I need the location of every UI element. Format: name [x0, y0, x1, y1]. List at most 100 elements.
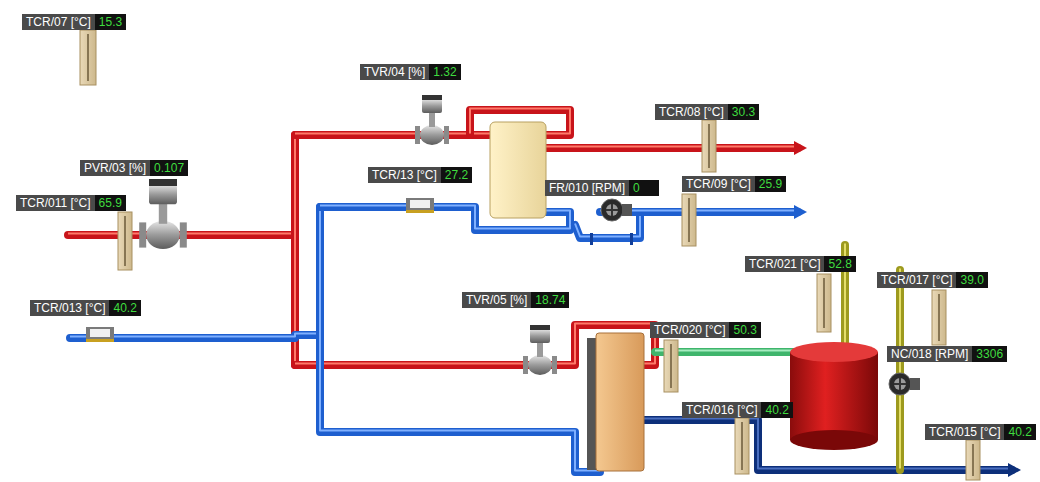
valve-flange	[444, 126, 449, 144]
circulation-pump	[601, 199, 632, 221]
thermometer	[682, 194, 696, 246]
tank-top	[790, 342, 878, 362]
pump-motor	[622, 204, 632, 216]
thermometer	[966, 440, 980, 480]
valve-body	[146, 221, 180, 249]
valve-actuator-top	[530, 325, 550, 330]
tag-value: 40.2	[1004, 424, 1035, 440]
pipe-highlight	[899, 269, 901, 469]
thermometer	[118, 212, 132, 270]
valve-flange	[415, 126, 420, 144]
tag-value: 0	[629, 180, 659, 196]
sensor-tag: TCR/016 [°C]40.2	[682, 402, 793, 418]
thermometer-column	[670, 344, 672, 388]
pipe	[320, 207, 600, 472]
tag-value: 3306	[972, 346, 1007, 362]
tag-name: TCR/020 [°C]	[650, 322, 729, 338]
tag-name: PVR/03 [%]	[80, 160, 150, 176]
pipe-highlight	[295, 133, 490, 135]
valve-flange	[180, 222, 187, 247]
tag-value: 40.2	[109, 300, 140, 316]
sensor-tag: TCR/015 [°C]40.2	[925, 424, 1036, 440]
tag-value: 27.2	[441, 167, 472, 183]
thermometer-column	[938, 294, 940, 341]
surface-sensor	[406, 198, 434, 213]
surface-sensor	[86, 327, 114, 342]
sensor-tag: TCR/07 [°C]15.3	[22, 14, 126, 30]
sensor-base	[86, 339, 114, 342]
thermometer-column	[972, 444, 974, 476]
control-valve	[523, 325, 557, 375]
thermometer	[932, 290, 946, 345]
thermometer	[664, 340, 678, 392]
valve-stem	[537, 341, 543, 357]
tag-value: 1.32	[429, 64, 460, 80]
circulation-pump	[889, 373, 920, 395]
tag-value: 40.2	[761, 402, 792, 418]
tag-name: TCR/015 [°C]	[925, 424, 1004, 440]
sensor-tag: TCR/013 [°C]40.2	[30, 300, 141, 316]
tag-name: TCR/07 [°C]	[22, 14, 95, 30]
sensor-base	[406, 210, 434, 213]
thermometer	[817, 274, 831, 332]
sensor-tag: FR/010 [RPM]0	[545, 180, 659, 196]
sensor-tag: NC/018 [RPM]3306	[887, 346, 1007, 362]
pipe-flange	[590, 233, 593, 245]
expansion-tank	[790, 352, 878, 440]
tag-value: 50.3	[729, 322, 760, 338]
pipe-highlight	[320, 206, 600, 471]
sensor-tag: TCR/020 [°C]50.3	[650, 322, 761, 338]
valve-stem	[159, 201, 167, 223]
sensor-tag: TVR/04 [%]1.32	[360, 64, 461, 80]
sensor-body	[406, 198, 434, 210]
pipe-highlight	[294, 134, 296, 364]
sensor-face	[410, 200, 430, 208]
tag-value: 39.0	[956, 272, 987, 288]
pump-body	[889, 373, 911, 395]
sensor-tag: TCR/021 [°C]52.8	[745, 256, 856, 272]
sensor-tag: TCR/09 [°C]25.9	[682, 176, 786, 192]
tag-name: TCR/011 [°C]	[16, 195, 95, 211]
flow-arrow	[1008, 463, 1021, 477]
thermometer	[702, 120, 716, 172]
pump-fan	[606, 204, 618, 216]
thermometer-column	[87, 34, 89, 81]
pipe	[295, 131, 490, 139]
valve-actuator	[422, 99, 442, 113]
pipes	[68, 109, 1012, 473]
tag-value: 18.74	[531, 292, 569, 308]
thermometer-column	[708, 124, 710, 168]
valve-body	[528, 355, 552, 375]
sensor-tag: TCR/08 [°C]30.3	[655, 104, 759, 120]
pump-fan	[894, 378, 906, 390]
tag-name: TCR/017 [°C]	[877, 272, 956, 288]
thermometer	[80, 30, 96, 85]
sensor-body	[86, 327, 114, 339]
tank-bottom	[790, 430, 878, 450]
thermometer	[735, 418, 749, 474]
pipe-highlight	[545, 146, 798, 148]
sensor-tag: TCR/011 [°C]65.9	[16, 195, 126, 211]
control-valve	[415, 95, 449, 145]
sensor-tag: TCR/13 [°C]27.2	[368, 167, 472, 183]
valve-body	[420, 125, 444, 145]
pump-body	[601, 199, 623, 221]
valve-flange	[139, 222, 146, 247]
pump-blades	[606, 204, 618, 216]
thermometer-column	[688, 198, 690, 242]
tag-value: 25.9	[755, 176, 786, 192]
sensor-tag: PVR/03 [%]0.107	[80, 160, 188, 176]
sensor-tag: TCR/017 [°C]39.0	[877, 272, 988, 288]
flow-arrow	[794, 205, 807, 219]
valve-actuator-top	[149, 179, 177, 186]
pump-blades	[894, 378, 906, 390]
pipe	[545, 144, 798, 152]
thermometer-column	[124, 216, 126, 266]
tag-value: 0.107	[150, 160, 188, 176]
tag-value: 65.9	[95, 195, 126, 211]
heat-exchanger	[490, 122, 546, 218]
tag-name: NC/018 [RPM]	[887, 346, 972, 362]
tag-value: 30.3	[728, 104, 759, 120]
tag-value: 15.3	[95, 14, 126, 30]
